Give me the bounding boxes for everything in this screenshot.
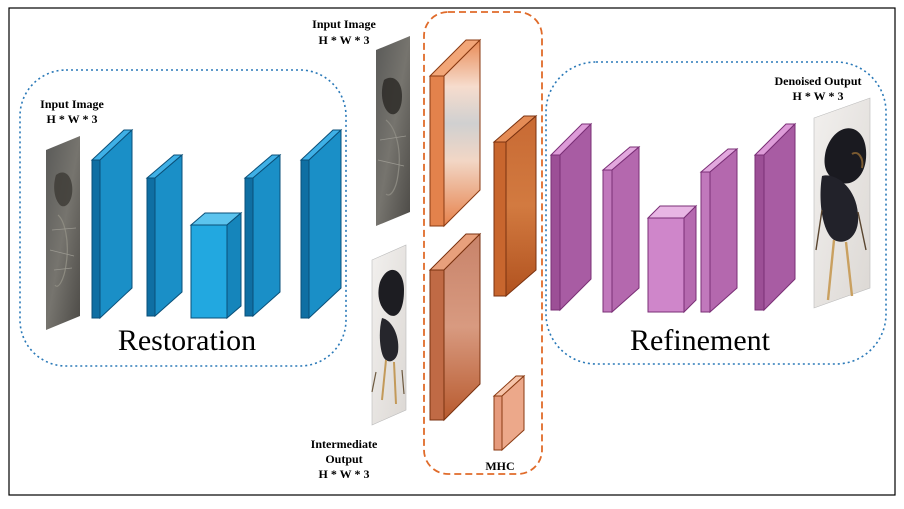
- restoration-group-box: [19, 69, 347, 367]
- denoised-output-image: [813, 97, 871, 309]
- mhc-input-label-line2: H * W * 3: [319, 33, 370, 47]
- mhc-block-small: [492, 374, 526, 452]
- outer-frame: [8, 7, 896, 496]
- restoration-block-2: [145, 153, 184, 318]
- intermediate-label-line3: H * W * 3: [319, 467, 370, 481]
- restoration-block-4: [299, 128, 343, 320]
- refinement-bottleneck: [646, 204, 698, 314]
- refinement-group-box: [545, 61, 887, 365]
- mhc-block-top: [428, 38, 482, 228]
- refinement-block-1: [549, 122, 593, 312]
- refinement-title: Refinement: [630, 324, 771, 357]
- mhc-block-bottom: [428, 232, 482, 422]
- intermediate-label-line2: Output: [325, 452, 362, 466]
- restoration-bottleneck: [189, 211, 243, 320]
- refinement-block-2: [601, 145, 641, 314]
- restoration-block-1: [90, 128, 134, 320]
- restoration-block-3: [243, 153, 282, 318]
- refinement-output-label-line1: Denoised Output: [774, 74, 861, 88]
- mhc-input-label-line1: Input Image: [312, 17, 376, 31]
- restoration-title: Restoration: [118, 324, 256, 357]
- restoration-input-label-line2: H * W * 3: [47, 112, 98, 126]
- mhc-title: MHC: [485, 459, 514, 473]
- refinement-block-4: [753, 122, 797, 312]
- refinement-output-label-line2: H * W * 3: [793, 89, 844, 103]
- intermediate-output-image: [371, 244, 407, 426]
- mhc-block-middle-right: [492, 114, 538, 298]
- mhc-input-image: [376, 36, 410, 226]
- refinement-block-3: [699, 147, 739, 314]
- intermediate-label-line1: Intermediate: [311, 437, 378, 451]
- restoration-input-image: [46, 136, 80, 330]
- restoration-input-label-line1: Input Image: [40, 97, 104, 111]
- mhc-group-box: [423, 11, 543, 475]
